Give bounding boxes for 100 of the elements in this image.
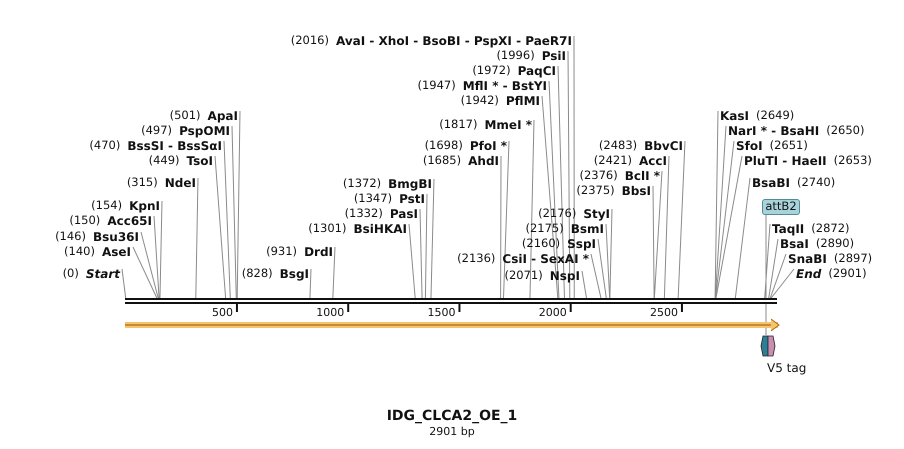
enzyme-name: NspI xyxy=(550,270,580,282)
enzyme-name: StyI xyxy=(583,208,610,220)
enzyme-name: CsiI - SexAI * xyxy=(502,253,589,265)
leader-line xyxy=(606,224,610,298)
enzyme-name: PaqCI xyxy=(518,65,556,77)
site-position: (1947) xyxy=(417,80,456,92)
enzyme-name: BsiHKAI xyxy=(354,223,407,235)
enzyme-name: PspOMI xyxy=(179,125,230,137)
site-position: (0) xyxy=(62,268,79,280)
leader-line xyxy=(770,268,794,298)
site-position: (1372) xyxy=(342,178,382,190)
site-position: (2375) xyxy=(576,185,615,197)
site-position: (1972) xyxy=(472,65,511,77)
leader-line xyxy=(503,140,510,298)
site-position: (2651) xyxy=(770,140,808,152)
enzyme-name: AhdI xyxy=(468,155,499,167)
leader-line xyxy=(678,140,686,298)
leader-line xyxy=(332,246,336,298)
enzyme-name: BbsI xyxy=(622,185,651,197)
site-position: (2740) xyxy=(797,177,836,189)
leader-line xyxy=(582,270,587,298)
site-position: (150) xyxy=(69,215,100,227)
site-position: (2376) xyxy=(579,170,618,182)
enzyme-name: BsaI xyxy=(780,238,809,250)
map-caption: 2901 bp xyxy=(429,426,475,437)
leader-line xyxy=(664,156,670,298)
leader-line xyxy=(542,96,558,298)
leader-line xyxy=(159,200,162,298)
site-position: (2421) xyxy=(594,155,632,167)
enzyme-name: PsiI xyxy=(542,50,566,62)
scale-label: 2000 xyxy=(538,307,567,318)
enzyme-name: KpnI xyxy=(129,200,160,212)
site-position: (449) xyxy=(148,155,180,167)
enzyme-name: BclI * xyxy=(624,170,660,182)
enzyme-name: SspI xyxy=(567,238,596,250)
site-position: (1698) xyxy=(424,140,463,152)
site-position: (2897) xyxy=(834,253,872,265)
site-position: (1996) xyxy=(496,50,535,62)
enzyme-name: BsmI xyxy=(570,223,604,235)
leader-line xyxy=(500,156,502,298)
site-position: (1817) xyxy=(439,119,478,131)
leader-line xyxy=(609,208,612,298)
leader-line xyxy=(140,232,159,298)
enzyme-name: BsgI xyxy=(280,268,309,280)
leader-line xyxy=(764,224,770,298)
enzyme-name: MmeI * xyxy=(484,119,532,131)
enzyme-name: TsoI xyxy=(186,155,213,167)
enzyme-name: SfoI xyxy=(736,140,763,152)
site-position: (470) xyxy=(89,140,120,152)
enzyme-name: TaqII xyxy=(772,223,804,235)
site-position: (2175) xyxy=(525,223,564,235)
site-position: (2890) xyxy=(816,238,854,250)
site-position: (931) xyxy=(266,246,298,258)
site-position: (501) xyxy=(170,110,201,122)
site-position: (1301) xyxy=(308,223,346,235)
enzyme-name: AccI xyxy=(639,155,667,167)
site-position: (140) xyxy=(64,246,95,258)
leader-line xyxy=(715,140,734,298)
leader-line xyxy=(420,208,423,298)
enzyme-name: NarI * - BsaHI xyxy=(728,125,820,137)
leader-line xyxy=(424,194,428,298)
leader-line xyxy=(122,268,126,298)
site-position: (2483) xyxy=(598,140,638,152)
leader-line xyxy=(716,156,742,298)
leader-line xyxy=(590,254,602,298)
site-position: (315) xyxy=(126,177,158,189)
leader-line xyxy=(309,268,312,298)
site-position: (2650) xyxy=(826,125,864,137)
site-position: (1685) xyxy=(422,155,462,167)
leader-line xyxy=(714,126,726,298)
site-position: (1332) xyxy=(344,208,383,220)
map-title: IDG_CLCA2_OE_1 xyxy=(386,409,518,423)
enzyme-name: KasI xyxy=(720,110,750,122)
enzyme-name: ApaI xyxy=(208,110,238,122)
leader-line xyxy=(408,224,416,298)
enzyme-name: PluTI - HaeII xyxy=(744,155,827,167)
site-position: (146) xyxy=(55,231,86,243)
site-position: (2071) xyxy=(504,270,543,282)
enzyme-name: DrdI xyxy=(304,246,333,258)
site-position: (497) xyxy=(141,125,172,137)
enzyme-name: MflI * - BstYI xyxy=(462,80,547,92)
leader-line xyxy=(430,178,434,298)
leader-line xyxy=(232,126,237,298)
leader-line xyxy=(154,216,160,298)
enzyme-name: SnaBI xyxy=(788,253,827,265)
enzyme-name: BmgBI xyxy=(388,178,432,190)
site-position: (2901) xyxy=(828,268,867,280)
site-position: (828) xyxy=(242,268,273,280)
leader-line xyxy=(714,110,718,298)
leader-line xyxy=(195,178,198,298)
leader-line xyxy=(654,170,662,298)
enzyme-name: End xyxy=(796,268,822,280)
feature-name: V5 tag xyxy=(767,362,806,374)
leader-line xyxy=(132,246,158,298)
enzyme-name: NdeI xyxy=(164,177,196,189)
leader-line xyxy=(652,186,655,298)
sequence-backbone xyxy=(125,298,777,304)
site-position: (2649) xyxy=(756,110,794,122)
feature-label: attB2 xyxy=(762,199,800,215)
site-position: (2160) xyxy=(522,238,560,250)
